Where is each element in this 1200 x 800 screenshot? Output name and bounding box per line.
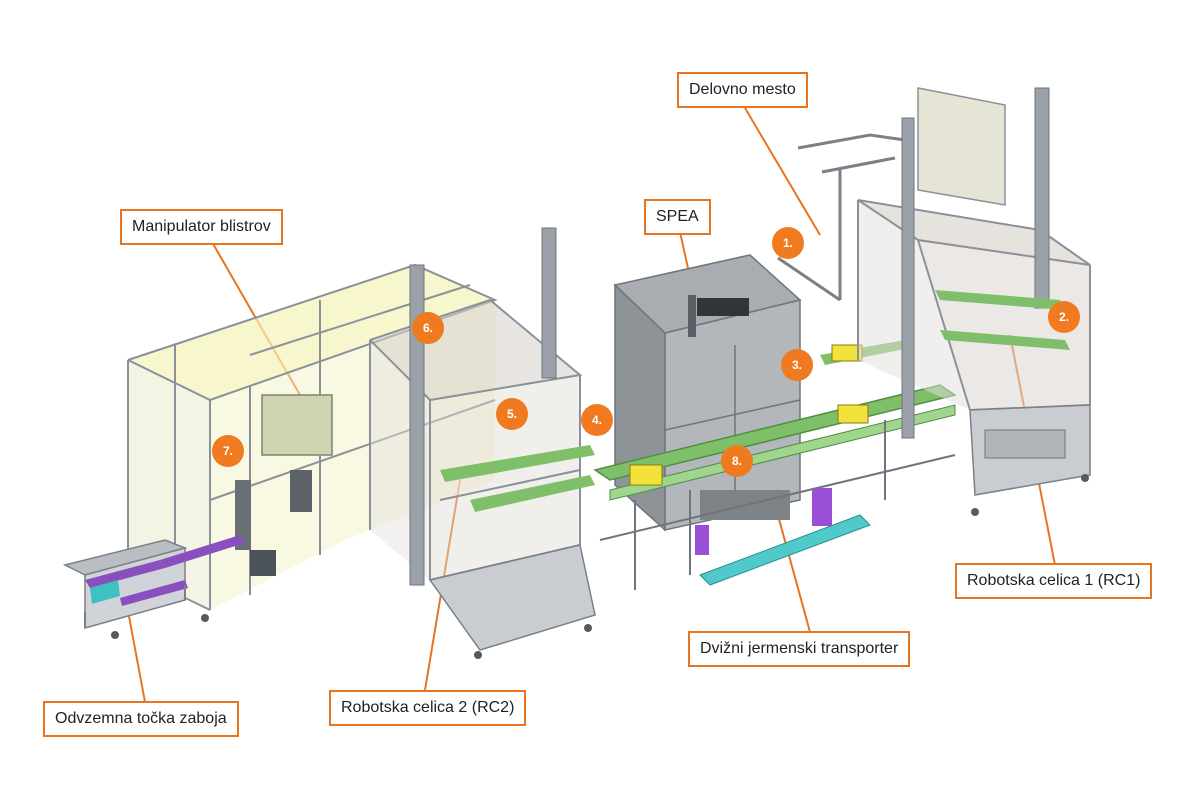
svg-text:4.: 4. [592, 413, 602, 427]
label-dvizni-jermenski-transporter: Dvižni jermenski transporter [688, 631, 911, 667]
workstation-frame [777, 133, 906, 302]
svg-text:1.: 1. [783, 236, 793, 250]
svg-text:7.: 7. [223, 444, 233, 458]
label-manipulator-blistrov: Manipulator blistrov [120, 209, 283, 245]
svg-text:3.: 3. [792, 358, 802, 372]
label-odvzemna-tocka-zaboja: Odvzemna točka zaboja [43, 701, 239, 737]
label-spea: SPEA [644, 199, 711, 235]
lifting-belt-conveyor [593, 340, 957, 590]
number-markers: 1. 2. 3. 4. 5. 6. 7. 8. [212, 227, 1080, 477]
box-pickup-conveyor [62, 535, 245, 639]
marker-3: 3. [781, 349, 813, 381]
robotic-cell-1 [857, 87, 1091, 516]
marker-2: 2. [1048, 301, 1080, 333]
marker-7: 7. [212, 435, 244, 467]
marker-5: 5. [496, 398, 528, 430]
marker-4: 4. [581, 404, 613, 436]
label-robotska-celica-1: Robotska celica 1 (RC1) [955, 563, 1153, 599]
label-robotska-celica-2: Robotska celica 2 (RC2) [329, 690, 527, 726]
marker-8: 8. [721, 445, 753, 477]
svg-text:8.: 8. [732, 454, 742, 468]
svg-text:6.: 6. [423, 321, 433, 335]
marker-6: 6. [412, 312, 444, 344]
svg-text:2.: 2. [1059, 310, 1069, 324]
svg-text:5.: 5. [507, 407, 517, 421]
marker-1: 1. [772, 227, 804, 259]
label-delovno-mesto: Delovno mesto [677, 72, 808, 108]
